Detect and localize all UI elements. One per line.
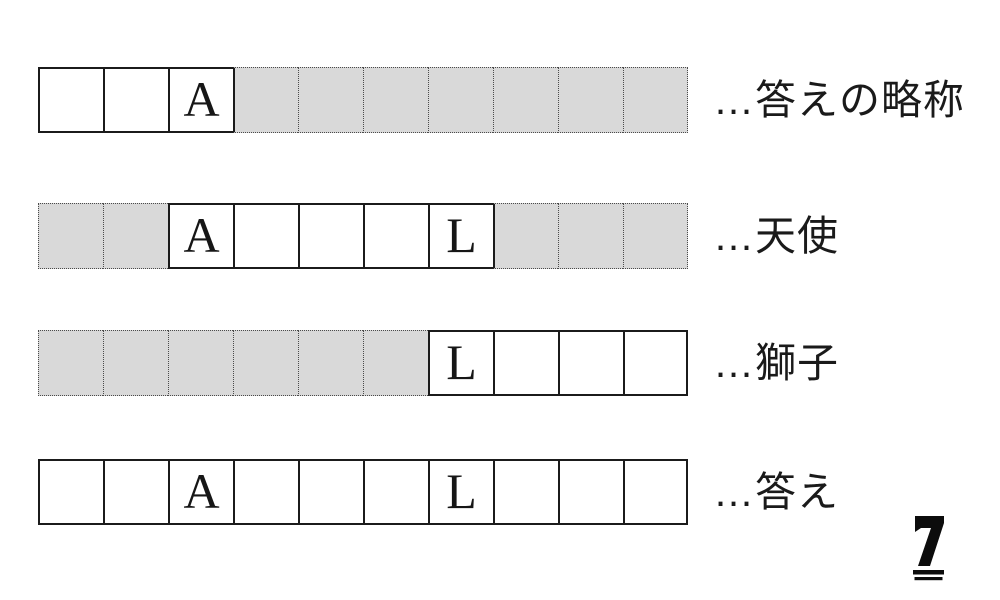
- cell-letter: L: [446, 207, 477, 263]
- grid-cell: [103, 67, 168, 133]
- grid-cell: [103, 459, 168, 525]
- grid-cell: [493, 67, 558, 133]
- row-label: …答え: [713, 468, 839, 515]
- numeral-7-glyph: [915, 516, 944, 566]
- grid-cell: [38, 330, 103, 396]
- page-number-7-mark: [913, 516, 944, 581]
- grid-cell: [103, 203, 168, 269]
- grid-cell: [38, 459, 103, 525]
- grid-cell: [428, 67, 493, 133]
- grid-cell: [168, 330, 233, 396]
- grid-cell: [298, 330, 363, 396]
- word-row: A …答えの略称: [38, 67, 965, 133]
- cell-letter: A: [183, 71, 220, 127]
- grid-cell: [38, 203, 103, 269]
- cell-letter: L: [446, 463, 477, 519]
- grid-cell: [233, 67, 298, 133]
- grid-cell-letter: A: [168, 67, 233, 133]
- grid-cell: [623, 67, 688, 133]
- grid-cell: [623, 330, 688, 396]
- grid-cell: [363, 67, 428, 133]
- grid-cell: [298, 459, 363, 525]
- cell-bar: L: [38, 330, 688, 396]
- row-label: …答えの略称: [713, 76, 965, 123]
- grid-cell: [558, 203, 623, 269]
- grid-cell: [558, 330, 623, 396]
- row-label: …獅子: [713, 339, 839, 386]
- cell-letter: A: [183, 207, 220, 263]
- grid-cell-letter: A: [168, 459, 233, 525]
- grid-cell: [558, 459, 623, 525]
- grid-cell: [298, 67, 363, 133]
- grid-cell: [493, 203, 558, 269]
- grid-cell: [493, 459, 558, 525]
- grid-cell: [233, 203, 298, 269]
- word-row: L …獅子: [38, 330, 839, 396]
- grid-cell: [363, 459, 428, 525]
- grid-cell: [298, 203, 363, 269]
- underline-bar-2: [914, 577, 943, 581]
- cell-bar: A: [38, 67, 688, 133]
- row-label: …天使: [713, 212, 839, 259]
- grid-cell: [38, 67, 103, 133]
- grid-cell-letter: L: [428, 330, 493, 396]
- underline-bar-1: [913, 570, 944, 575]
- grid-cell-letter: L: [428, 459, 493, 525]
- grid-cell: [623, 459, 688, 525]
- grid-cell-letter: L: [428, 203, 493, 269]
- grid-cell: [493, 330, 558, 396]
- grid-cell: [363, 203, 428, 269]
- cell-letter: L: [446, 334, 477, 390]
- grid-cell: [233, 330, 298, 396]
- cell-letter: A: [183, 463, 220, 519]
- grid-cell: [233, 459, 298, 525]
- grid-cell-letter: A: [168, 203, 233, 269]
- grid-cell: [558, 67, 623, 133]
- grid-cell: [623, 203, 688, 269]
- grid-cell: [103, 330, 168, 396]
- grid-cell: [363, 330, 428, 396]
